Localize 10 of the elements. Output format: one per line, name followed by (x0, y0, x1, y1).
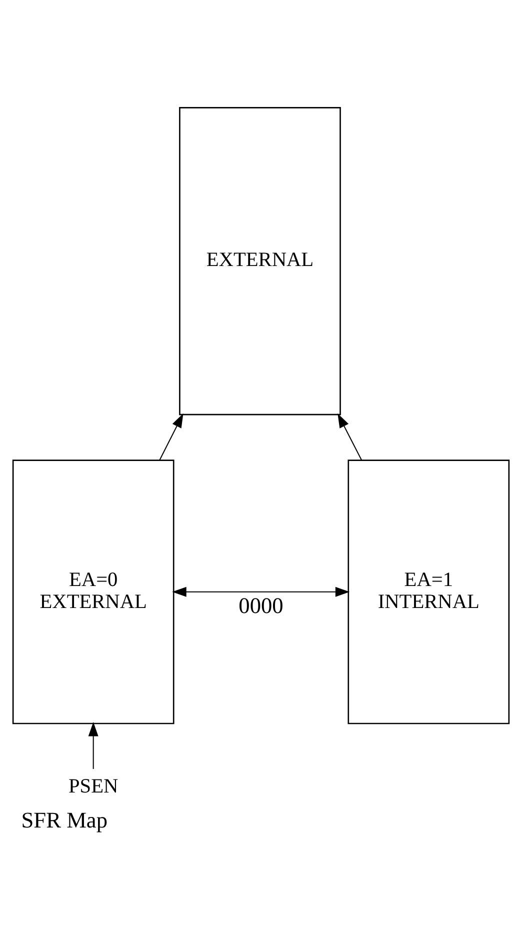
arrow (337, 412, 362, 460)
arrow (88, 722, 98, 768)
node-box: EXTERNAL (178, 106, 340, 415)
node-box: EA=0 EXTERNAL (12, 459, 174, 724)
edge-label: 0000 (238, 592, 283, 618)
arrow (172, 586, 350, 596)
arrow (158, 412, 183, 460)
caption: SFR Map (20, 807, 108, 832)
node-box: EA=1 INTERNAL (347, 459, 510, 724)
node-text: PSEN (68, 775, 118, 798)
